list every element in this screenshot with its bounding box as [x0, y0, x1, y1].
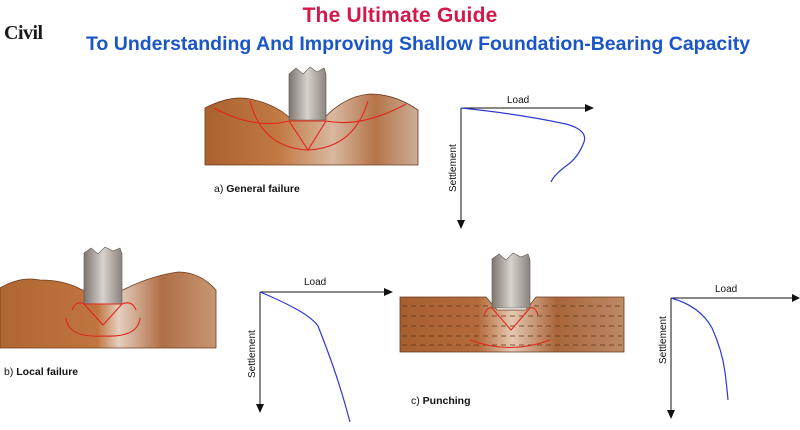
local-load-label: Load — [304, 277, 326, 288]
general-failure-caption: a) General failure — [214, 183, 300, 195]
local-caption-prefix: b) — [4, 366, 14, 378]
page-subtitle: To Understanding And Improving Shallow F… — [85, 33, 751, 55]
page-title: The Ultimate Guide — [302, 4, 498, 27]
general-load-label: Load — [507, 95, 529, 106]
general-failure-lines — [213, 100, 407, 152]
punching-soil-block — [399, 296, 625, 353]
local-footing — [83, 246, 123, 305]
general-load-settlement-graph: Load Settlement — [448, 95, 594, 229]
punching-settlement-label: Settlement — [658, 316, 669, 364]
general-footing — [288, 66, 327, 121]
punching-failure-lines — [469, 307, 551, 349]
punching-dashed-layers — [402, 305, 622, 346]
local-failure-lines — [65, 302, 141, 337]
local-settlement-label: Settlement — [247, 330, 258, 378]
local-load-settlement-graph: Load Settlement — [247, 277, 393, 423]
general-caption-prefix: a) — [214, 183, 224, 195]
site-logo: Civil — [4, 22, 48, 48]
logo-text: Civil — [4, 22, 43, 44]
local-settlement-arrow — [256, 404, 264, 413]
local-failure-figure — [0, 246, 217, 349]
local-load-arrow — [384, 288, 393, 296]
general-load-arrow — [585, 104, 594, 112]
punching-caption-label: Punching — [422, 395, 471, 407]
local-failure-caption: b) Local failure — [4, 366, 78, 378]
general-failure-figure — [204, 66, 419, 166]
punching-footing — [491, 252, 531, 309]
local-caption-label: Local failure — [16, 366, 79, 378]
local-curve — [259, 291, 351, 423]
general-settlement-arrow — [457, 220, 465, 229]
punching-load-arrow — [792, 294, 800, 302]
punching-load-label: Load — [715, 284, 737, 295]
general-caption-label: General failure — [226, 183, 300, 195]
punching-figure — [399, 252, 625, 353]
punching-curve — [670, 297, 729, 401]
general-settlement-label: Settlement — [448, 144, 459, 192]
punching-settlement-arrow — [667, 410, 675, 419]
local-soil-block — [0, 271, 217, 349]
punching-caption: c) Punching — [411, 395, 471, 407]
general-curve — [460, 107, 586, 183]
punching-caption-prefix: c) — [411, 395, 420, 407]
punching-load-settlement-graph: Load Settlement — [658, 284, 800, 419]
